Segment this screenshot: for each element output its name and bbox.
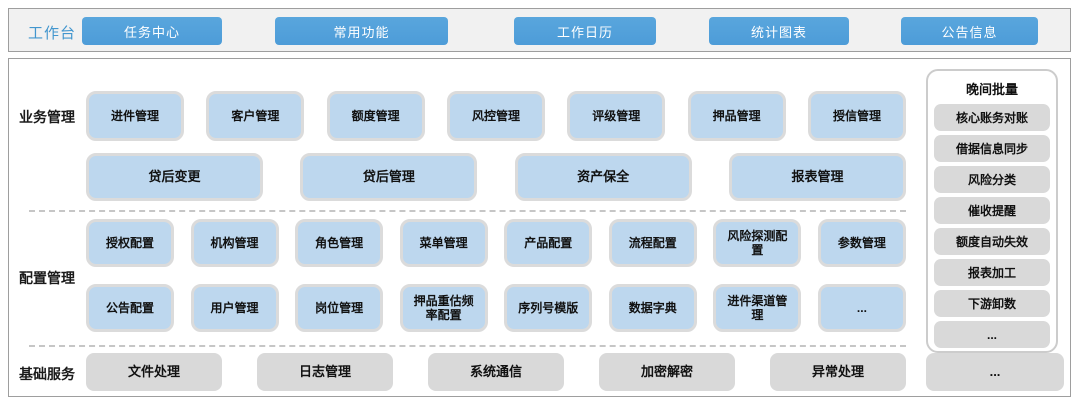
base-service-box[interactable]: 异常处理	[770, 353, 906, 391]
night-batch-item[interactable]: 额度自动失效	[934, 228, 1050, 255]
workbench-label: 工作台	[28, 25, 77, 42]
config-module-box[interactable]: ...	[817, 284, 906, 332]
night-batch-items: 核心账务对账借据信息同步风险分类催收提醒额度自动失效报表加工下游卸数...	[934, 104, 1050, 348]
topbar: 工作台 任务中心 常用功能 工作日历 统计图表 公告信息	[8, 8, 1071, 52]
business-module-box[interactable]: 评级管理	[567, 91, 666, 141]
base-service-box[interactable]: 加密解密	[599, 353, 735, 391]
config-module-box[interactable]: 产品配置	[504, 219, 593, 267]
config-module-box[interactable]: 数据字典	[608, 284, 697, 332]
config-module-box[interactable]: 机构管理	[190, 219, 279, 267]
base-service-more-box[interactable]: ...	[926, 353, 1064, 391]
config-module-box[interactable]: 岗位管理	[295, 284, 384, 332]
night-batch-item[interactable]: 核心账务对账	[934, 104, 1050, 131]
night-batch-item[interactable]: 催收提醒	[934, 197, 1050, 224]
business-module-box[interactable]: 贷后变更	[86, 153, 263, 201]
night-batch-item[interactable]: 报表加工	[934, 259, 1050, 286]
section-label-business: 业务管理	[19, 109, 75, 125]
config-module-box[interactable]: 菜单管理	[399, 219, 488, 267]
topbar-button[interactable]: 任务中心	[82, 17, 222, 45]
night-batch-title: 晚间批量	[965, 82, 1018, 97]
section-label-base: 基础服务	[19, 366, 75, 382]
night-batch-item[interactable]: 下游卸数	[934, 290, 1050, 317]
business-module-box[interactable]: 进件管理	[86, 91, 184, 141]
business-module-box[interactable]: 客户管理	[206, 91, 305, 141]
business-module-box[interactable]: 额度管理	[326, 91, 425, 141]
config-module-box[interactable]: 进件渠道管理	[713, 284, 802, 332]
config-module-box[interactable]: 授权配置	[86, 219, 174, 267]
config-module-box[interactable]: 参数管理	[817, 219, 906, 267]
topbar-button[interactable]: 公告信息	[901, 17, 1038, 45]
main-panel: 业务管理 进件管理客户管理额度管理风控管理评级管理押品管理授信管理 贷后变更贷后…	[8, 58, 1071, 397]
night-batch-panel: 晚间批量 核心账务对账借据信息同步风险分类催收提醒额度自动失效报表加工下游卸数.…	[926, 69, 1058, 353]
business-row-2: 贷后变更贷后管理资产保全报表管理	[86, 153, 906, 201]
night-batch-item[interactable]: 风险分类	[934, 166, 1050, 193]
section-label-config: 配置管理	[19, 270, 75, 286]
business-module-box[interactable]: 风控管理	[446, 91, 545, 141]
topbar-buttons: 任务中心 常用功能 工作日历 统计图表 公告信息	[9, 9, 1070, 51]
section-divider	[29, 210, 906, 212]
base-service-box[interactable]: 文件处理	[86, 353, 222, 391]
business-module-box[interactable]: 贷后管理	[300, 153, 478, 201]
night-batch-item[interactable]: ...	[934, 321, 1050, 348]
config-row-1: 授权配置机构管理角色管理菜单管理产品配置流程配置风险探测配置参数管理	[86, 219, 906, 267]
topbar-button[interactable]: 常用功能	[275, 17, 448, 45]
base-service-row: 文件处理日志管理系统通信加密解密异常处理	[86, 353, 906, 391]
business-module-box[interactable]: 授信管理	[807, 91, 906, 141]
topbar-button[interactable]: 工作日历	[514, 17, 656, 45]
config-module-box[interactable]: 用户管理	[190, 284, 279, 332]
business-row-1: 进件管理客户管理额度管理风控管理评级管理押品管理授信管理	[86, 91, 906, 141]
config-module-box[interactable]: 序列号模版	[504, 284, 593, 332]
config-module-box[interactable]: 风险探测配置	[713, 219, 802, 267]
config-module-box[interactable]: 流程配置	[608, 219, 697, 267]
section-divider	[29, 345, 906, 347]
config-module-box[interactable]: 角色管理	[295, 219, 384, 267]
business-module-box[interactable]: 资产保全	[514, 153, 692, 201]
night-batch-item[interactable]: 借据信息同步	[934, 135, 1050, 162]
base-service-box[interactable]: 日志管理	[257, 353, 393, 391]
config-module-box[interactable]: 押品重估频率配置	[399, 284, 488, 332]
business-module-box[interactable]: 押品管理	[687, 91, 786, 141]
business-module-box[interactable]: 报表管理	[728, 153, 906, 201]
config-module-box[interactable]: 公告配置	[86, 284, 174, 332]
config-row-2: 公告配置用户管理岗位管理押品重估频率配置序列号模版数据字典进件渠道管理...	[86, 284, 906, 332]
base-service-box[interactable]: 系统通信	[428, 353, 564, 391]
topbar-button[interactable]: 统计图表	[709, 17, 849, 45]
